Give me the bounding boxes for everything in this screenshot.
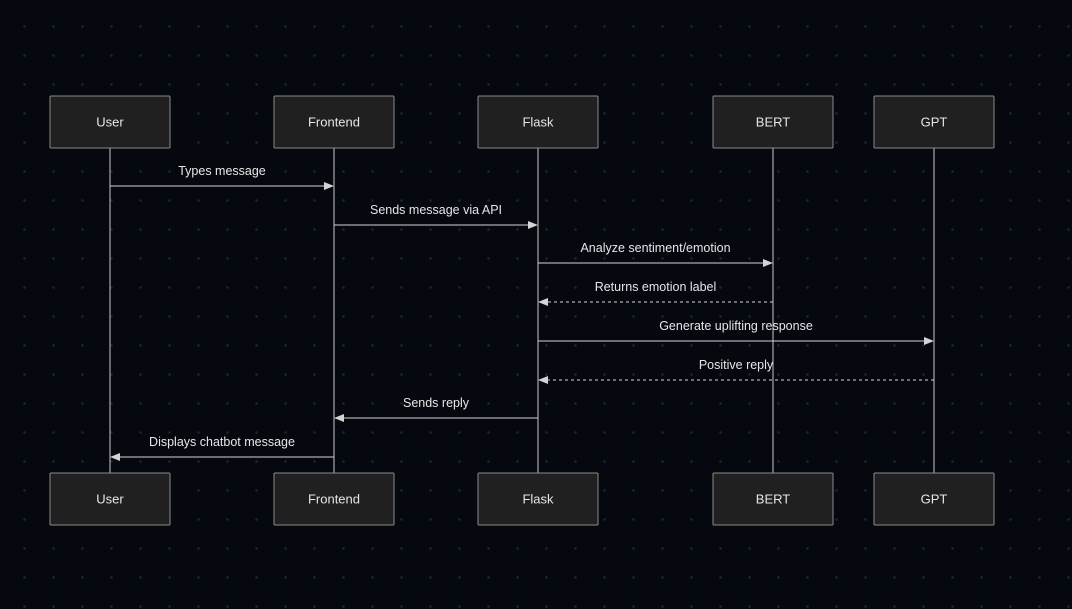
message-label: Types message xyxy=(178,164,266,178)
participant-label: User xyxy=(96,115,124,130)
participant-box xyxy=(712,95,834,149)
participants: UserUserFrontendFrontendFlaskFlaskBERTBE… xyxy=(49,95,995,526)
message-1: Types message xyxy=(110,164,334,190)
message-label: Positive reply xyxy=(699,358,774,372)
participant-label: BERT xyxy=(756,492,790,507)
participant-user-top: User xyxy=(49,95,171,149)
participant-gpt-top: GPT xyxy=(873,95,995,149)
message-label: Returns emotion label xyxy=(595,280,717,294)
participant-box xyxy=(712,472,834,526)
participant-flask-bottom: Flask xyxy=(477,472,599,526)
participant-box xyxy=(477,472,599,526)
participant-box xyxy=(873,472,995,526)
message-label: Sends message via API xyxy=(370,203,502,217)
participant-frontend-top: Frontend xyxy=(273,95,395,149)
participant-box xyxy=(477,95,599,149)
participant-label: Flask xyxy=(522,492,554,507)
message-5: Generate uplifting response xyxy=(538,319,934,345)
participant-gpt-bottom: GPT xyxy=(873,472,995,526)
lifelines xyxy=(109,148,935,473)
participant-flask-top: Flask xyxy=(477,95,599,149)
message-3: Analyze sentiment/emotion xyxy=(538,241,773,267)
message-2: Sends message via API xyxy=(334,203,538,229)
message-6: Positive reply xyxy=(538,358,934,384)
participant-box xyxy=(273,472,395,526)
participant-bert-bottom: BERT xyxy=(712,472,834,526)
participant-box xyxy=(873,95,995,149)
participant-label: BERT xyxy=(756,115,790,130)
participant-user-bottom: User xyxy=(49,472,171,526)
participant-box xyxy=(49,95,171,149)
message-8: Displays chatbot message xyxy=(110,435,334,461)
participant-label: GPT xyxy=(921,492,948,507)
participant-label: User xyxy=(96,492,124,507)
participant-label: Frontend xyxy=(308,492,360,507)
message-label: Analyze sentiment/emotion xyxy=(580,241,730,255)
participant-bert-top: BERT xyxy=(712,95,834,149)
participant-label: Frontend xyxy=(308,115,360,130)
message-label: Generate uplifting response xyxy=(659,319,813,333)
message-7: Sends reply xyxy=(334,396,538,422)
participant-box xyxy=(49,472,171,526)
message-label: Displays chatbot message xyxy=(149,435,295,449)
participant-frontend-bottom: Frontend xyxy=(273,472,395,526)
participant-label: Flask xyxy=(522,115,554,130)
participant-box xyxy=(273,95,395,149)
message-label: Sends reply xyxy=(403,396,470,410)
message-4: Returns emotion label xyxy=(538,280,773,306)
participant-label: GPT xyxy=(921,115,948,130)
